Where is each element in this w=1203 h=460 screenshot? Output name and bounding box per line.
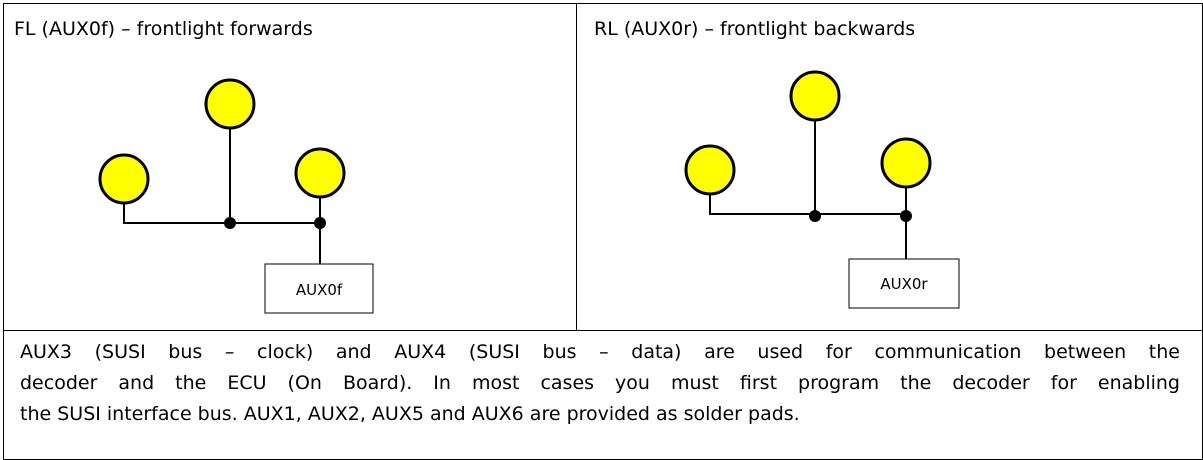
- paragraph-line-2: decoder and the ECU (On Board). In most …: [20, 372, 1180, 394]
- column-divider: [576, 3, 577, 331]
- paragraph-line-1: AUX3 (SUSI bus – clock) and AUX4 (SUSI b…: [20, 341, 1180, 363]
- rl-aux0r-box: [848, 258, 960, 309]
- paragraph-line-3: the SUSI interface bus. AUX1, AUX2, AUX5…: [20, 403, 800, 425]
- fl-junction-2: [314, 217, 326, 229]
- fl-lamp-top: [204, 78, 256, 130]
- row-divider: [3, 330, 1203, 331]
- fl-junction-1: [224, 217, 236, 229]
- fl-aux0f-box: [264, 263, 374, 314]
- fl-lamp-right: [294, 147, 346, 199]
- fl-lamp-left: [98, 153, 150, 205]
- rl-junction-1: [809, 210, 821, 222]
- fl-wiring-diagram: AUX0f: [98, 78, 374, 314]
- fl-cell-title: FL (AUX0f) – frontlight forwards: [14, 18, 313, 40]
- rl-lamp-left: [684, 144, 736, 196]
- rl-lamp-right: [880, 137, 932, 189]
- rl-lamp-top: [789, 70, 841, 122]
- rl-junction-2: [900, 210, 912, 222]
- fl-aux0f-label: AUX0f: [296, 281, 343, 299]
- susi-description-paragraph: AUX3 (SUSI bus – clock) and AUX4 (SUSI b…: [20, 337, 1180, 430]
- rl-wiring-diagram: AUX0r: [684, 70, 960, 309]
- rl-cell-title: RL (AUX0r) – frontlight backwards: [594, 18, 916, 40]
- rl-aux0r-label: AUX0r: [880, 275, 928, 293]
